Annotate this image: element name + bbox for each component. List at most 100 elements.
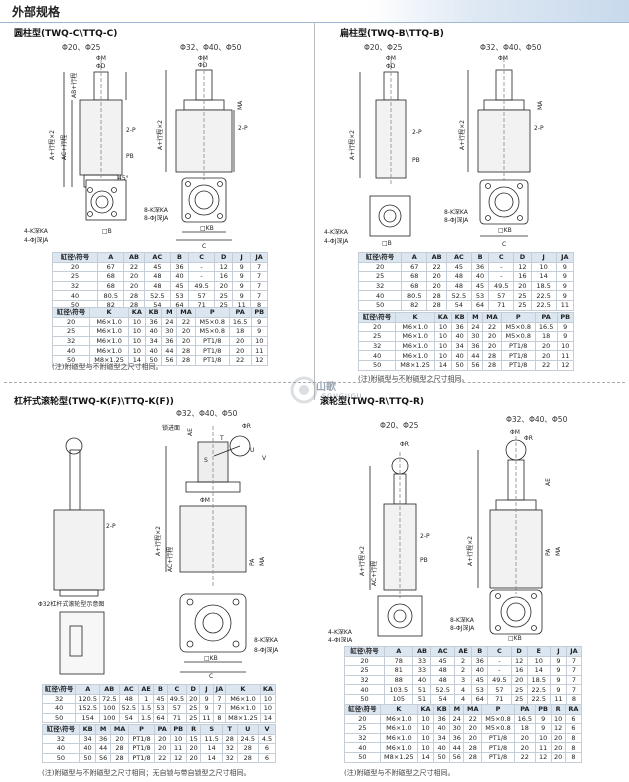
table-cell: 40 <box>357 290 403 301</box>
watermark-latin: SGUGUGU <box>322 392 363 400</box>
table-cell: 40 <box>51 345 91 356</box>
table-cell: 32 <box>51 335 91 347</box>
section2-subtitle-small: Φ20、Φ25 <box>364 43 403 52</box>
header-stripe <box>369 0 629 22</box>
table-cell: 20 <box>109 733 130 745</box>
table-header-cell: 缸径\符号 <box>51 252 99 263</box>
table-cell: 28 <box>482 350 502 361</box>
table-cell: 12 <box>510 655 528 667</box>
table-cell: 8 <box>212 712 227 724</box>
table-cell: 20 <box>176 326 196 337</box>
table-header-cell: B <box>169 252 189 263</box>
table-cell: 25 <box>344 723 381 734</box>
table-cell: 20 <box>513 280 532 292</box>
table-cell: 9 <box>555 271 575 282</box>
table-cell: 36 <box>450 321 469 333</box>
table-cell: 45 <box>430 655 455 667</box>
table-header-cell: C <box>487 646 512 657</box>
table-cell: 32 <box>344 732 381 744</box>
table-cell: 45 <box>153 693 168 705</box>
s4-label-phi-r: ΦR <box>524 435 533 442</box>
s2-label-j: 4-ΦJ深JA <box>324 237 349 245</box>
table-header-cell: B <box>153 684 168 695</box>
table-cell: 16.5 <box>228 316 252 328</box>
table-cell: 12 <box>169 752 187 764</box>
s2-label-2p-large: 2-P <box>534 125 544 132</box>
table-header-cell: AC <box>143 252 171 263</box>
table-cell: 12 <box>534 751 552 763</box>
table-cell: 36 <box>144 316 163 328</box>
table-header-cell: M <box>467 312 484 323</box>
table-header-cell: D <box>510 646 528 657</box>
table-cell: 12 <box>513 261 532 273</box>
label-pb: PB <box>126 153 134 160</box>
table-cell: 25 <box>186 712 201 724</box>
table-header-cell: A <box>75 684 101 695</box>
table-cell: 50 <box>344 751 381 763</box>
table-cell: 51 <box>412 693 432 705</box>
table-cell: 52.5 <box>445 290 472 301</box>
table-cell: 16 <box>510 665 528 676</box>
table-cell: 52.5 <box>430 684 455 695</box>
s4-label-k: 4-K深KA <box>328 628 353 636</box>
table-cell: 25 <box>214 290 234 301</box>
table-cell: 53 <box>153 703 168 714</box>
s3-label-phi-r: ΦR <box>242 423 251 430</box>
table-cell: 20 <box>426 271 447 282</box>
table-cell: 12 <box>214 261 234 273</box>
table-cell: 22.5 <box>526 693 551 705</box>
table-cell: 40 <box>144 345 163 356</box>
table-header-cell: KA <box>433 312 452 323</box>
watermark-brand: 山歌 <box>316 382 336 393</box>
s4-label-a-stroke: A+行程×2 <box>358 546 366 576</box>
table-cell: 80.5 <box>401 290 428 301</box>
s2-label-k-large: 8-K深KA <box>444 208 469 216</box>
table-cell: 25 <box>513 299 532 311</box>
section-title-cylinder: 圆柱型(TWQ-C\TTQ-C) <box>14 29 118 39</box>
table-cell: 36 <box>471 655 489 667</box>
table-header-cell: J <box>549 646 567 657</box>
table-header-cell: MA <box>463 704 483 715</box>
table-cell: M8×1.25 <box>395 359 435 371</box>
table-cell: 9 <box>555 290 575 301</box>
s4-label-j: 4-ΦJ深JA <box>328 636 353 642</box>
table-header-cell: PB <box>534 704 552 715</box>
s3-label-pa: PA <box>249 558 256 566</box>
table-cell: 48 <box>143 280 171 292</box>
table-cell: 20 <box>51 261 99 273</box>
table-cell: 7 <box>565 665 583 676</box>
table-header-cell: A <box>97 252 125 263</box>
table-cell: 20 <box>357 261 403 273</box>
s3-inset-label: Φ32杠杆式滚轮型示意图 <box>38 600 104 608</box>
table-cell: 1.5 <box>137 703 155 714</box>
table-cell: 7 <box>250 271 268 282</box>
table-cell: - <box>487 665 512 676</box>
table-cell: 57 <box>187 290 216 301</box>
table-cell: 22.5 <box>526 684 551 695</box>
table-cell: 11 <box>250 345 268 356</box>
table-cell: PT1/8 <box>481 751 515 763</box>
table-cell: 40 <box>433 742 451 753</box>
table-cell: 103.5 <box>384 684 414 695</box>
table-cell: M8×1.25 <box>89 354 129 366</box>
table-cell: 53 <box>470 290 490 301</box>
table-cell: 24 <box>467 321 484 333</box>
table-cell: PT1/8 <box>194 335 230 347</box>
table-cell: 28 <box>463 742 483 753</box>
s3-label-s: S <box>204 457 208 464</box>
table-cell: 48 <box>445 271 472 282</box>
table-cell: M6×1.0 <box>89 316 129 328</box>
table-cell: 152.5 <box>75 703 101 714</box>
table-header-cell: V <box>258 724 276 735</box>
